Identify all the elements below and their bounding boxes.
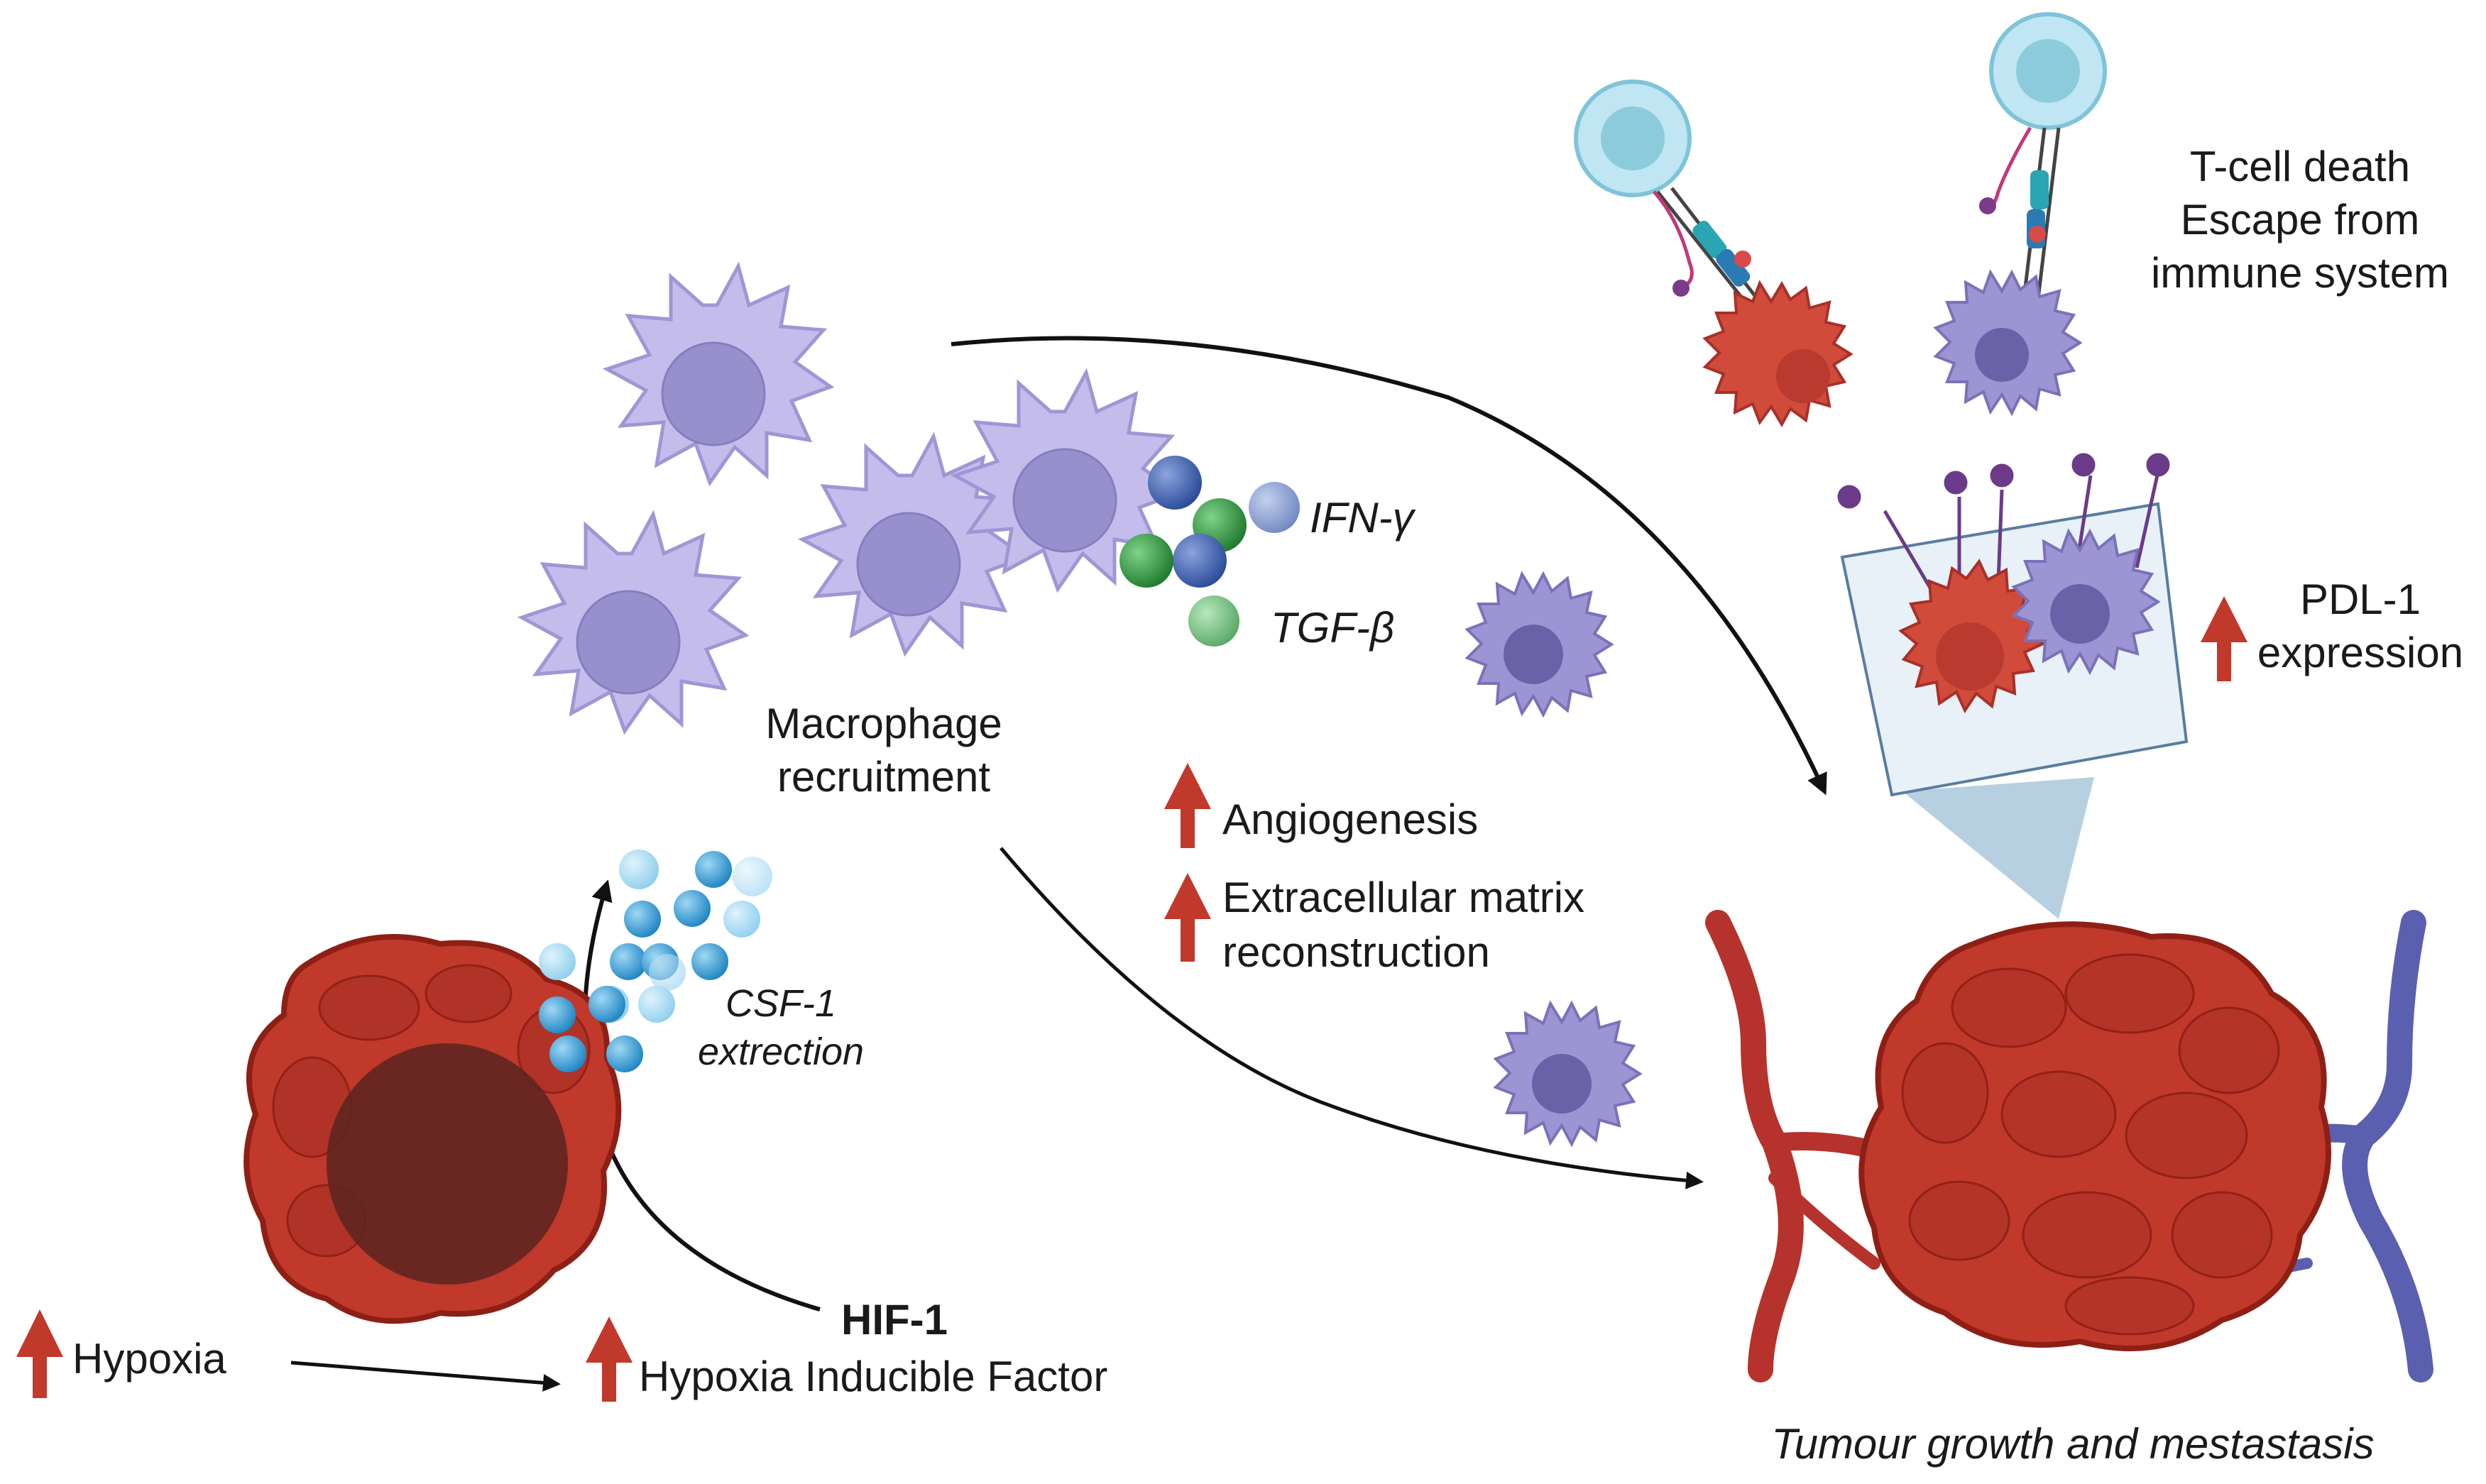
- tgf-beta-label: TGF-β: [1271, 604, 1394, 652]
- csf1-beads: [539, 850, 772, 1072]
- ecm-label-1: Extracellular matrix: [1222, 874, 1584, 921]
- hypoxia-label: Hypoxia: [72, 1335, 226, 1383]
- hif-up-arrow-icon: [586, 1317, 633, 1402]
- pdl1-label: PDL-1: [2300, 576, 2421, 623]
- arrow-macrophage-to-tumour-lower: [1000, 847, 1704, 1189]
- csf1-extrection-label: extrection: [698, 1030, 864, 1073]
- tumour-growth-label: Tumour growth and mestastasis: [1771, 1420, 2374, 1468]
- angiogenesis-up-arrow-icon: [1164, 763, 1211, 848]
- macrophage-recruitment-label-2: recruitment: [777, 753, 990, 801]
- zoom-cone: [1902, 777, 2094, 919]
- tcell-group-left: [1574, 79, 1853, 428]
- ifn-gamma-label: IFN-γ: [1310, 494, 1416, 542]
- hypoxia-up-arrow-icon: [16, 1309, 63, 1398]
- macrophage-recruitment-label-1: Macrophage: [765, 700, 1002, 747]
- tcell-right-nucleus: [2016, 39, 2080, 103]
- escape-immune-label-2: immune system: [2151, 249, 2449, 297]
- arrow-macrophage-to-tumour-upper: [951, 336, 1827, 796]
- hif-full-label: Hypoxia Inducible Factor: [639, 1353, 1107, 1400]
- hypoxic-core: [327, 1043, 568, 1285]
- escape-immune-label-1: Escape from: [2181, 196, 2420, 243]
- tcell-death-label: T-cell death: [2190, 143, 2410, 190]
- cytokine-beads: [1119, 456, 1300, 647]
- pdl1-up-arrow-icon: [2201, 596, 2247, 681]
- tumour-cell-top-left: [1702, 280, 1853, 428]
- ecm-label-2: reconstruction: [1222, 928, 1490, 976]
- tcr-receptor-left-icon: [1653, 187, 1769, 314]
- vein: [2342, 910, 2433, 1383]
- primary-tumour: [243, 934, 622, 1324]
- tcr-receptor-right-icon: [1979, 126, 2061, 306]
- angiogenesis-label: Angiogenesis: [1222, 796, 1478, 843]
- ecm-up-arrow-icon: [1164, 873, 1211, 962]
- arrow-hypoxia-to-hif: [290, 1361, 561, 1392]
- csf1-label: CSF-1: [725, 982, 836, 1025]
- small-macrophage-lower: [1493, 1000, 1643, 1148]
- small-macrophage-middle: [1464, 571, 1614, 718]
- tcell-left-nucleus: [1601, 106, 1665, 170]
- hif1-label: HIF-1: [841, 1296, 948, 1343]
- macrophage-nuclei: [576, 341, 1117, 695]
- large-tumour: [1858, 921, 2331, 1351]
- pdl1-expression-label: expression: [2257, 629, 2463, 676]
- tcell-group-right: [1933, 12, 2107, 417]
- pdl1-inset: [1837, 453, 2189, 919]
